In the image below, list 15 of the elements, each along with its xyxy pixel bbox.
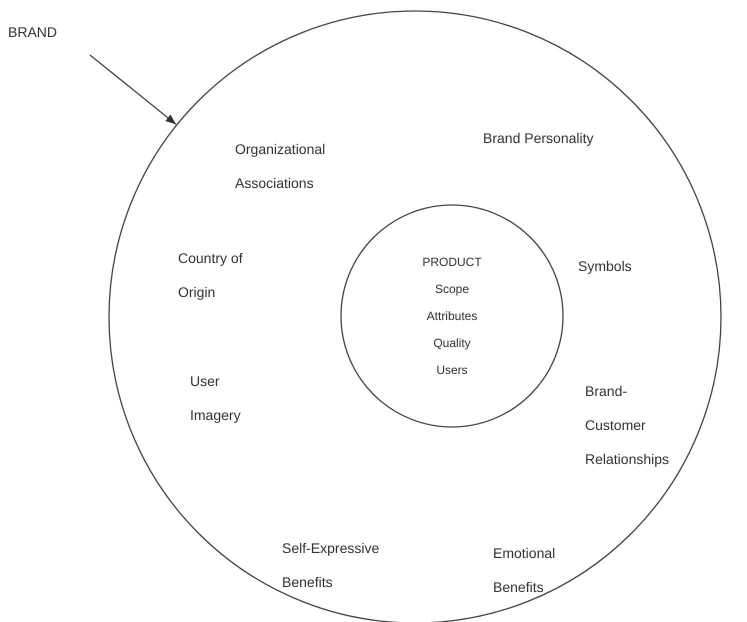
circle-heading: PRODUCT [422,254,482,270]
ring-label: User Imagery [190,372,242,425]
circle-item: Users [436,362,468,378]
ring-label: Organizational Associations [235,140,326,193]
arrow [90,54,176,125]
ring-label: Self-Expressive Benefits [282,539,380,592]
circle-item: Scope [434,280,470,298]
ring-label: Emotional Benefits [493,544,556,597]
ring-label: Brand-Customer Relationships [585,382,670,469]
ring-label: Brand Personality [483,129,595,148]
ring-label: Country of Origin [178,249,244,302]
ring-label: Symbols [578,257,633,276]
bare-text-label: BRAND [8,23,58,42]
circle-item: Attributes [426,308,478,324]
circle-item: Quality [433,334,471,352]
